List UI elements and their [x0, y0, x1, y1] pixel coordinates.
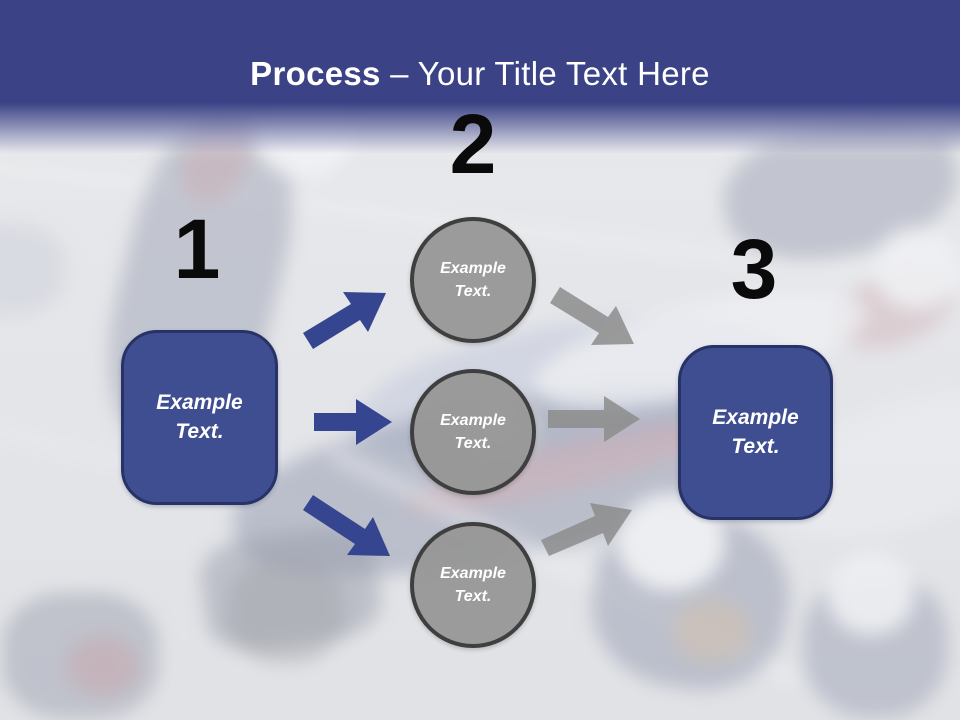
process-circle-2-label-line2: Text. [454, 435, 492, 452]
process-circle-1-label-line2: Text. [454, 283, 492, 300]
process-circle-3[interactable]: Example Text. [410, 522, 536, 648]
slide-title: Process – Your Title Text Here [0, 52, 960, 96]
title-emphasis: Process [250, 55, 381, 92]
step-number-2: 2 [449, 97, 497, 191]
process-box-3-label-line2: Text. [731, 434, 780, 458]
title-banner: Process – Your Title Text Here [0, 0, 960, 160]
title-rest-text: – Your Title Text Here [390, 55, 710, 92]
process-circle-2-label-line1: Example [440, 411, 506, 429]
process-circle-1-label-line1: Example [440, 259, 506, 277]
process-circle-2[interactable]: Example Text. [410, 369, 536, 495]
process-box-3[interactable]: Example Text. [678, 345, 833, 520]
process-circle-1[interactable]: Example Text. [410, 217, 536, 343]
process-box-1-label-line2: Text. [175, 419, 224, 443]
process-box-1-label-line1: Example [156, 390, 243, 414]
step-number-1: 1 [173, 202, 221, 296]
process-circle-3-label-line2: Text. [454, 588, 492, 605]
process-box-3-label-line1: Example [712, 405, 799, 429]
step-number-3: 3 [730, 222, 778, 316]
process-box-1[interactable]: Example Text. [121, 330, 278, 505]
process-circle-3-label-line1: Example [440, 564, 506, 582]
